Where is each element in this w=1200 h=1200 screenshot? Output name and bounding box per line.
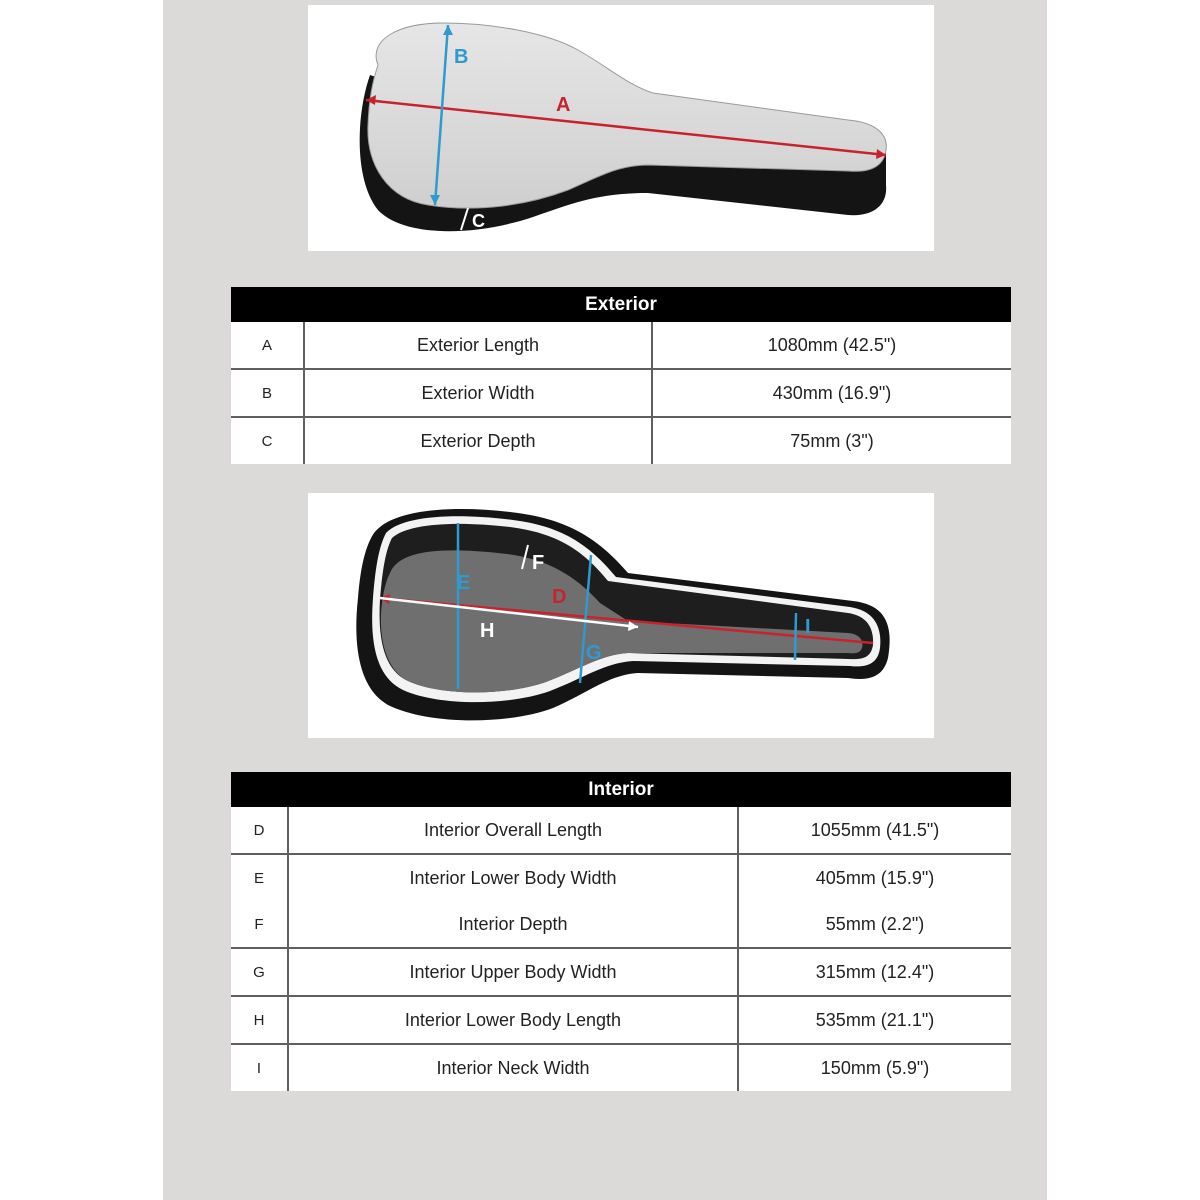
row-letter: G [231,948,289,997]
row-letter: E [231,854,289,901]
table-row: E Interior Lower Body Width 405mm (15.9"… [231,854,1011,901]
row-letter: F [231,901,289,949]
row-name: Exterior Width [304,369,653,418]
row-value: 1055mm (41.5") [738,807,1012,855]
interior-case-illustration: D E F G H I [356,509,890,721]
row-name: Interior Upper Body Width [288,948,739,997]
dimension-d-label: D [552,586,566,608]
dimension-e-label: E [457,572,470,594]
row-name: Exterior Depth [304,417,653,464]
exterior-table-title: Exterior [231,287,1011,322]
dimension-g-label: G [586,642,602,664]
case-lid [367,22,887,209]
table-row: C Exterior Depth 75mm (3") [231,417,1011,464]
dimension-g-line [578,554,593,684]
row-value: 150mm (5.9") [820,1057,930,1078]
row-letter: A [231,322,305,370]
row-name: Interior Depth [288,901,739,949]
dimension-i-line [793,612,798,661]
interior-cavity [380,550,628,693]
exterior-diagram: A B C [308,5,934,251]
table-row: D Interior Overall Length 1055mm (41.5") [231,807,1012,855]
row-letter: H [231,996,289,1045]
dimension-b-line [433,24,450,206]
row-value: 430mm (16.9") [652,369,1011,418]
row-value: 535mm (21.1") [738,996,1012,1045]
row-letter: D [231,807,289,855]
interior-table-title: Interior [231,772,1012,807]
dimension-a-label: A [556,94,570,116]
dimension-d-line [379,596,874,645]
row-value: 1080mm (42.5") [652,322,1011,370]
table-row: G Interior Upper Body Width 315mm (12.4"… [231,948,1012,997]
dimension-c-line [460,207,469,231]
row-name: Interior Neck Width [288,1044,739,1091]
table-row: A Exterior Length 1080mm (42.5") [231,322,1011,370]
interior-diagram: D E F G H I [308,493,934,738]
table-row: F Interior Depth 55mm (2.2") [231,901,1012,949]
table-row: B Exterior Width 430mm (16.9") [231,369,1011,418]
row-value: 405mm (15.9") [815,867,935,888]
row-name: Exterior Length [304,322,653,370]
dimension-h-line [379,596,639,629]
dimension-b-label: B [454,46,468,68]
table-row: I Interior Neck Width 150mm (5.9") [231,1044,1011,1091]
dimension-c-label: C [472,211,485,231]
row-letter: B [231,369,305,418]
dimension-i-label: I [805,616,811,638]
interior-spec-table: Interior D Interior Overall Length 1055m… [231,772,1012,1091]
row-name: Interior Lower Body Width [288,854,739,901]
dimension-h-label: H [480,620,494,642]
row-letter: C [231,417,305,464]
row-letter: I [231,1044,289,1091]
row-name: Interior Lower Body Length [288,996,739,1045]
exterior-spec-table: Exterior A Exterior Length 1080mm (42.5"… [231,287,1011,464]
dimension-f-line [521,544,529,570]
dimension-a-line [365,98,887,157]
table-row: H Interior Lower Body Length 535mm (21.1… [231,996,1012,1045]
interior-neck [628,621,863,654]
exterior-case-illustration: A B C [359,22,887,232]
row-value: 75mm (3") [790,430,874,451]
row-name: Interior Overall Length [288,807,739,855]
dimension-f-label: F [532,552,544,574]
row-value: 315mm (12.4") [738,948,1012,997]
row-value: 55mm (2.2") [738,901,1012,949]
